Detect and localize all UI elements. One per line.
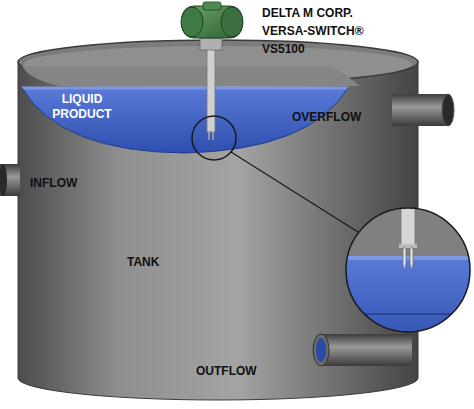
maker-label: DELTA M CORP. [262, 6, 353, 21]
outflow-label: OUTFLOW [196, 364, 257, 379]
inflow-label: INFLOW [30, 176, 77, 191]
overflow-label: OVERFLOW [292, 110, 361, 125]
tank-label: TANK [127, 255, 159, 270]
product-label: VERSA-SWITCH® [262, 24, 364, 39]
liquid-label: LIQUID PRODUCT [40, 92, 124, 122]
model-label: VS5100 [262, 42, 305, 57]
